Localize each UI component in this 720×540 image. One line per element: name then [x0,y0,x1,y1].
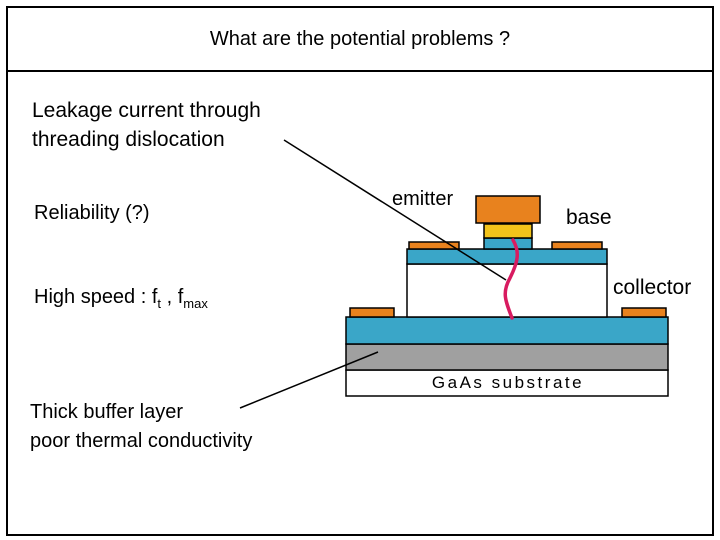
base-contact-right [551,241,603,250]
slide-title: What are the potential problems ? [209,28,511,50]
leakage-pointer-line [283,139,507,281]
collector-contact-left [349,307,395,318]
base-contact-left [408,241,460,250]
issue-high-speed: High speed : ft , fmax [34,286,208,311]
issue-leakage-current: Leakage current through threading disloc… [32,96,261,154]
high-speed-sub-max: max [183,296,208,311]
threading-dislocation [503,238,519,320]
collector-contact-right [621,307,667,318]
buffer-pointer-line [239,351,379,409]
base-layer [406,248,608,265]
emitter-cap-layer [483,223,533,239]
issue-buffer-line1: Thick buffer layer [30,401,184,423]
issue-leakage-line1: Leakage current through [32,99,261,122]
subcollector-layer [345,316,669,345]
emitter-label: emitter [392,188,454,210]
collector-label: collector [613,276,692,299]
high-speed-mid: , f [161,286,184,308]
issue-thick-buffer: Thick buffer layer poor thermal conducti… [30,398,252,456]
emitter-contact [475,195,541,224]
high-speed-sub-t: t [157,296,162,311]
slide-frame [6,6,714,536]
gaas-substrate-layer [345,369,669,397]
issue-buffer-line2: poor thermal conductivity [30,430,253,452]
substrate-label: GaAs substrate [431,373,585,392]
issue-leakage-line2: threading dislocation [32,128,225,151]
header-divider [6,70,714,72]
buffer-layer [345,343,669,371]
high-speed-prefix: High speed : f [34,286,158,308]
issue-reliability: Reliability (?) [34,202,150,224]
base-label: base [566,206,612,229]
emitter-mesa [483,237,533,250]
